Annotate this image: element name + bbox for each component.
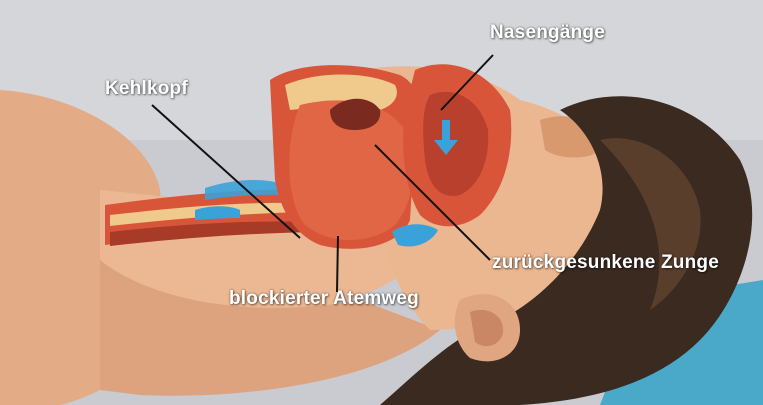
pointer-line-airway [337, 236, 338, 292]
label-larynx: Kehlkopf [105, 78, 188, 100]
label-tongue: zurückgesunkene Zunge [492, 252, 719, 274]
label-nasal-passages: Nasengänge [490, 22, 605, 44]
airway-blue-segment [195, 206, 240, 220]
label-airway: blockierter Atemweg [229, 288, 419, 310]
